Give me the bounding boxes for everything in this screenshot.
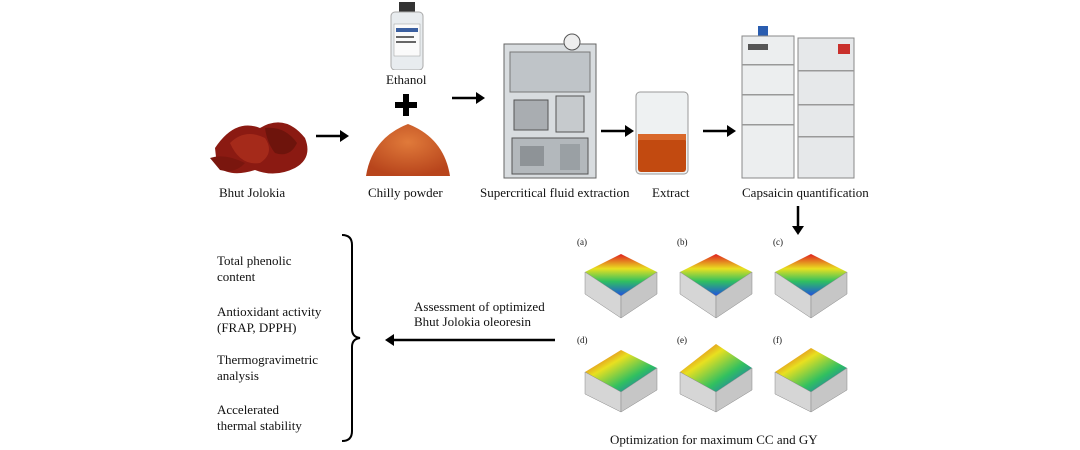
arrow-right-2 [452, 92, 485, 104]
ethanol-bottle-image [387, 2, 427, 71]
arrow-right-3 [601, 125, 634, 137]
arrow-right-1 [316, 130, 349, 142]
analysis-item-line: Accelerated [217, 402, 280, 417]
arrow-right-4 [703, 125, 736, 137]
hplc-instrument-image [738, 24, 858, 180]
analysis-item-thermal-stability: Accelerated thermal stability [217, 402, 302, 434]
analysis-item-line: Total phenolic [217, 253, 292, 268]
response-surface-plots [584, 254, 848, 413]
bhut-jolokia-image [205, 108, 317, 180]
analysis-item-line: thermal stability [217, 418, 302, 433]
analysis-item-antioxidant: Antioxidant activity (FRAP, DPPH) [217, 304, 321, 336]
extract-label: Extract [652, 185, 690, 200]
sfe-label: Supercritical fluid extraction [480, 185, 630, 200]
surface-plot-e [679, 344, 753, 413]
extract-beaker-image [632, 88, 692, 176]
capsaicin-label: Capsaicin quantification [742, 185, 869, 200]
analysis-item-line: content [217, 269, 256, 284]
ethanol-label: Ethanol [386, 72, 427, 87]
arrow-down [792, 206, 804, 235]
surface-plot-a [584, 254, 658, 319]
arrow-left [385, 334, 555, 346]
analysis-item-thermogravimetric: Thermogravimetric analysis [217, 352, 318, 384]
assessment-label-line2: Bhut Jolokia oleoresin [414, 314, 531, 329]
plot-label-d: (d) [577, 335, 588, 345]
surface-plot-b [679, 254, 753, 319]
plot-label-c: (c) [773, 237, 783, 247]
plot-label-f: (f) [773, 335, 782, 345]
surface-plot-f [774, 348, 848, 413]
assessment-label-line1: Assessment of optimized [414, 299, 545, 314]
surface-plot-c [774, 254, 848, 319]
plus-icon [395, 94, 417, 116]
analysis-item-line: Thermogravimetric [217, 352, 319, 367]
surface-plot-d [584, 350, 658, 413]
chilly-powder-image [362, 118, 454, 180]
analysis-item-line: analysis [217, 368, 259, 383]
analysis-item-total-phenolic: Total phenolic content [217, 253, 292, 285]
chilly-powder-label: Chilly powder [368, 185, 443, 200]
grouping-bracket [341, 234, 361, 442]
optimization-label: Optimization for maximum CC and GY [610, 432, 818, 447]
plot-label-b: (b) [677, 237, 688, 247]
analysis-item-line: Antioxidant activity [217, 304, 322, 319]
bhut-jolokia-label: Bhut Jolokia [219, 185, 286, 200]
sfe-apparatus-image [500, 30, 600, 180]
plot-label-a: (a) [577, 237, 587, 247]
plot-label-e: (e) [677, 335, 687, 345]
analysis-item-line: (FRAP, DPPH) [217, 320, 297, 335]
